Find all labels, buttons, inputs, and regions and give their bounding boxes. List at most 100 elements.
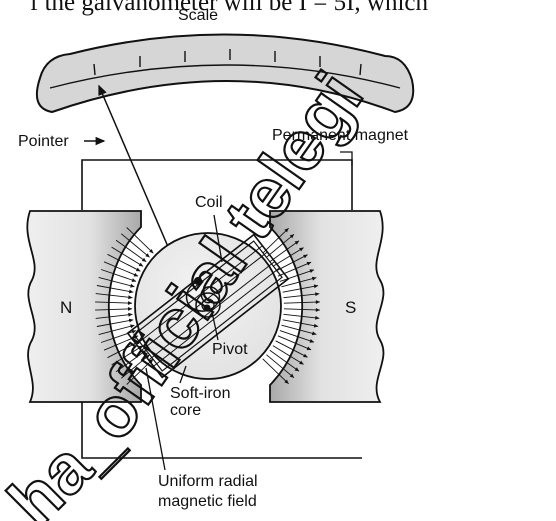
scale-ticks (93, 49, 362, 76)
field-arrowhead (294, 240, 299, 245)
field-line (262, 358, 289, 385)
field-line (111, 246, 144, 267)
field-arrowhead (294, 367, 299, 372)
scale-body (36, 33, 415, 114)
field-arrowhead (313, 323, 319, 328)
field-line (111, 345, 144, 366)
field-line (269, 349, 300, 372)
field-line (103, 261, 139, 277)
field-arrowhead (128, 318, 134, 323)
field-line (272, 247, 304, 267)
field-line (98, 324, 135, 336)
permanent-magnet-leader (340, 151, 353, 166)
field-arrowhead (315, 292, 320, 297)
field-arrowhead (303, 254, 308, 259)
field-arrowhead (141, 257, 147, 262)
field-line (96, 285, 134, 293)
pivot-leader (211, 311, 219, 341)
field-arrowhead (289, 373, 294, 378)
north-pole-piece (26, 210, 142, 403)
field-line (107, 253, 141, 272)
field-line (277, 335, 312, 351)
field-arrowhead (131, 278, 137, 282)
field-arrowhead (284, 379, 289, 384)
field-arrowhead (128, 295, 133, 300)
field-arrowhead (130, 283, 135, 288)
coil-label: Coil (195, 194, 223, 211)
field-line (262, 227, 289, 254)
field-arrowhead (303, 353, 308, 358)
scale-label: Scale (178, 7, 218, 24)
pivot-point (203, 304, 211, 312)
field-line (282, 319, 319, 327)
field-line (95, 293, 133, 299)
pointer-label: Pointer (18, 133, 69, 150)
field-arrowhead (306, 346, 312, 351)
permanent-magnet-label: Permanent magnet (272, 127, 409, 144)
field-arrowhead (315, 315, 320, 320)
field-line (120, 354, 150, 379)
field-line (115, 349, 147, 373)
field-line (126, 358, 154, 385)
field-line (120, 233, 150, 258)
field-arrowhead (289, 234, 294, 239)
field-arrowhead (315, 300, 320, 304)
field-line (115, 239, 147, 263)
scale-inner-line (49, 64, 401, 89)
field-line (269, 240, 300, 263)
field-arrowhead (309, 269, 314, 273)
radial-field-leader (145, 367, 166, 471)
field-arrowhead (133, 272, 139, 277)
field-line (275, 340, 308, 358)
field-line (281, 324, 317, 335)
field-arrowhead (128, 289, 134, 294)
field-line (100, 269, 137, 282)
field-arrowhead (315, 308, 320, 312)
spring-anchor-dot (194, 277, 202, 285)
field-arrowhead (127, 307, 133, 311)
field-line (282, 285, 319, 293)
field-arrowhead (135, 267, 141, 272)
field-line (96, 319, 134, 327)
field-line (279, 330, 315, 343)
field-line (126, 227, 154, 254)
field-line (279, 269, 315, 282)
field-arrowhead (149, 249, 154, 254)
field-line (283, 301, 320, 304)
field-line (95, 308, 133, 311)
soft-iron-core-label: Soft-iron core (170, 385, 235, 419)
field-arrowhead (149, 358, 154, 363)
field-line (95, 313, 133, 319)
scale (36, 33, 415, 114)
field-arrowhead (127, 301, 133, 305)
field-arrowhead (306, 261, 312, 266)
soft-iron-core-leader (179, 365, 187, 384)
coil-leader (213, 214, 223, 263)
field-arrowhead (299, 247, 304, 252)
field-line (95, 301, 133, 304)
field-line (98, 276, 135, 288)
field-line (281, 277, 317, 288)
pivot-label: Pivot (212, 341, 248, 358)
field-arrowhead (313, 284, 319, 289)
field-arrowhead (128, 312, 133, 317)
radial-field-lines (95, 227, 320, 385)
top-cropped-text: f the galvanometer will be I = 5I, which (30, 0, 428, 16)
field-arrowhead (138, 345, 144, 350)
field-arrowhead (284, 228, 289, 233)
field-line (266, 233, 295, 258)
south-label: S (345, 298, 356, 317)
coil (126, 233, 290, 379)
field-line (283, 293, 320, 299)
field-arrowhead (311, 276, 317, 281)
field-line (100, 330, 137, 343)
field-arrowhead (311, 331, 317, 336)
magnet-yoke (81, 159, 362, 459)
radial-field-label: Uniform radial magnetic field (158, 473, 262, 510)
field-line (283, 313, 320, 319)
field-arrowhead (131, 330, 137, 334)
north-label: N (60, 298, 72, 317)
field-arrowhead (145, 354, 150, 359)
pivot-assembly (185, 277, 221, 318)
